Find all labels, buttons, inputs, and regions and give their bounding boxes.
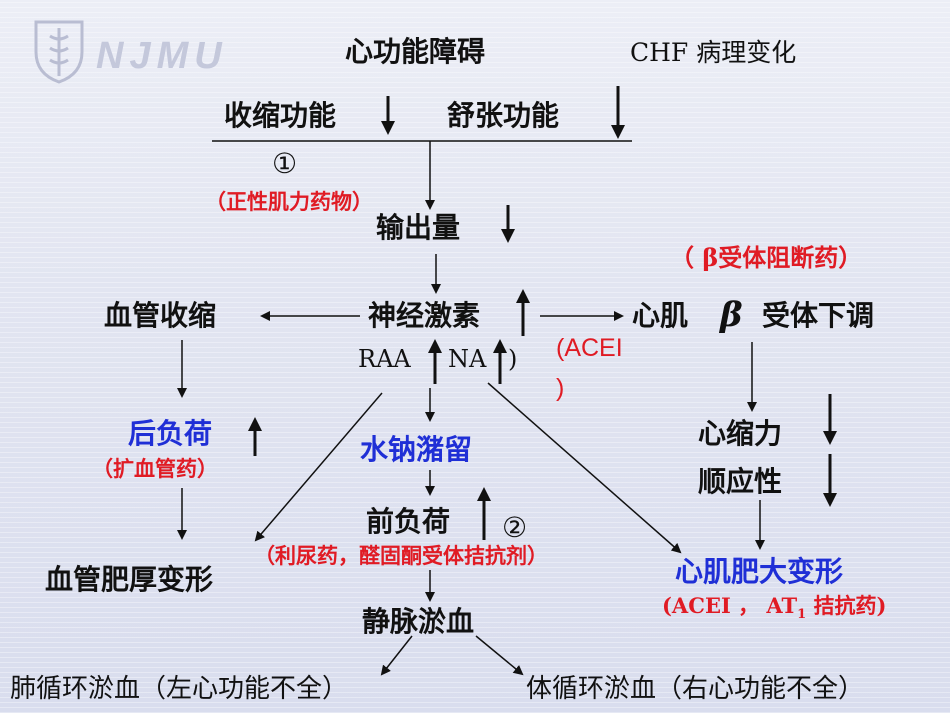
flow-venous-to-systemic: [475, 635, 524, 676]
drug-at1-suffix: 拮抗药): [806, 593, 887, 618]
njmu-logo: NJMU: [34, 20, 228, 84]
drug-inotropic: （正性肌力药物）: [205, 189, 373, 214]
node-myocardial-hypertrophy: 心肌肥大变形: [675, 555, 844, 588]
node-vasoconstriction: 血管收缩: [104, 299, 217, 332]
drug-acei-bottom: ): [556, 374, 565, 402]
node-beta-downregulation: 受体下调: [762, 299, 875, 332]
node-compliance: 顺应性: [698, 465, 783, 498]
title-heart-dysfunction: 心功能障碍: [345, 35, 486, 68]
label-circle-1: ①: [272, 147, 298, 180]
shield-emblem-icon: [34, 20, 84, 84]
flow-venous-to-pulmonary: [380, 635, 413, 676]
node-myocardium: 心肌: [632, 299, 689, 332]
title-chf-pathology: CHF 病理变化: [630, 38, 797, 67]
node-water-sodium-retention: 水钠潴留: [360, 433, 473, 466]
drug-beta-blocker: （ β受体阻断药）: [670, 243, 863, 272]
label-na: NA: [448, 345, 487, 373]
label-circle-2: ②: [502, 511, 528, 544]
drug-acei-at1: (ACEI ， AT1 拮抗药): [662, 595, 886, 621]
node-venous-congestion: 静脉淤血: [362, 605, 475, 638]
node-neurohormone: 神经激素: [368, 299, 481, 332]
node-diastolic: 舒张功能: [447, 99, 560, 132]
node-vascular-hypertrophy: 血管肥厚变形: [45, 563, 214, 596]
flow-na-to-myocardial-hypertrophy: [487, 382, 682, 554]
node-contraction: 收缩功能: [224, 99, 337, 132]
drug-acei-at1-text: (ACEI ， AT: [662, 593, 798, 618]
node-pulmonary-congestion: 肺循环淤血（左心功能不全）: [10, 674, 349, 704]
node-contractility: 心缩力: [698, 417, 783, 450]
drug-vasodilator: （扩血管药）: [92, 456, 218, 481]
at1-subscript: 1: [797, 607, 807, 623]
logo-text: NJMU: [96, 35, 228, 77]
drug-diuretic: （利尿药，醛固酮受体拮抗剂）: [254, 543, 548, 568]
node-cardiac-output: 输出量: [376, 211, 461, 244]
node-afterload: 后负荷: [128, 417, 213, 450]
node-preload: 前负荷: [366, 505, 451, 538]
node-systemic-congestion: 体循环淤血（右心功能不全）: [526, 674, 865, 704]
flow-raa-to-vascular-hypertrophy: [254, 392, 383, 542]
beta-symbol: β: [720, 295, 743, 335]
label-raa: RAA: [358, 345, 411, 373]
drug-acei-top: (ACEI: [556, 334, 623, 362]
label-paren-close: ): [508, 345, 518, 373]
